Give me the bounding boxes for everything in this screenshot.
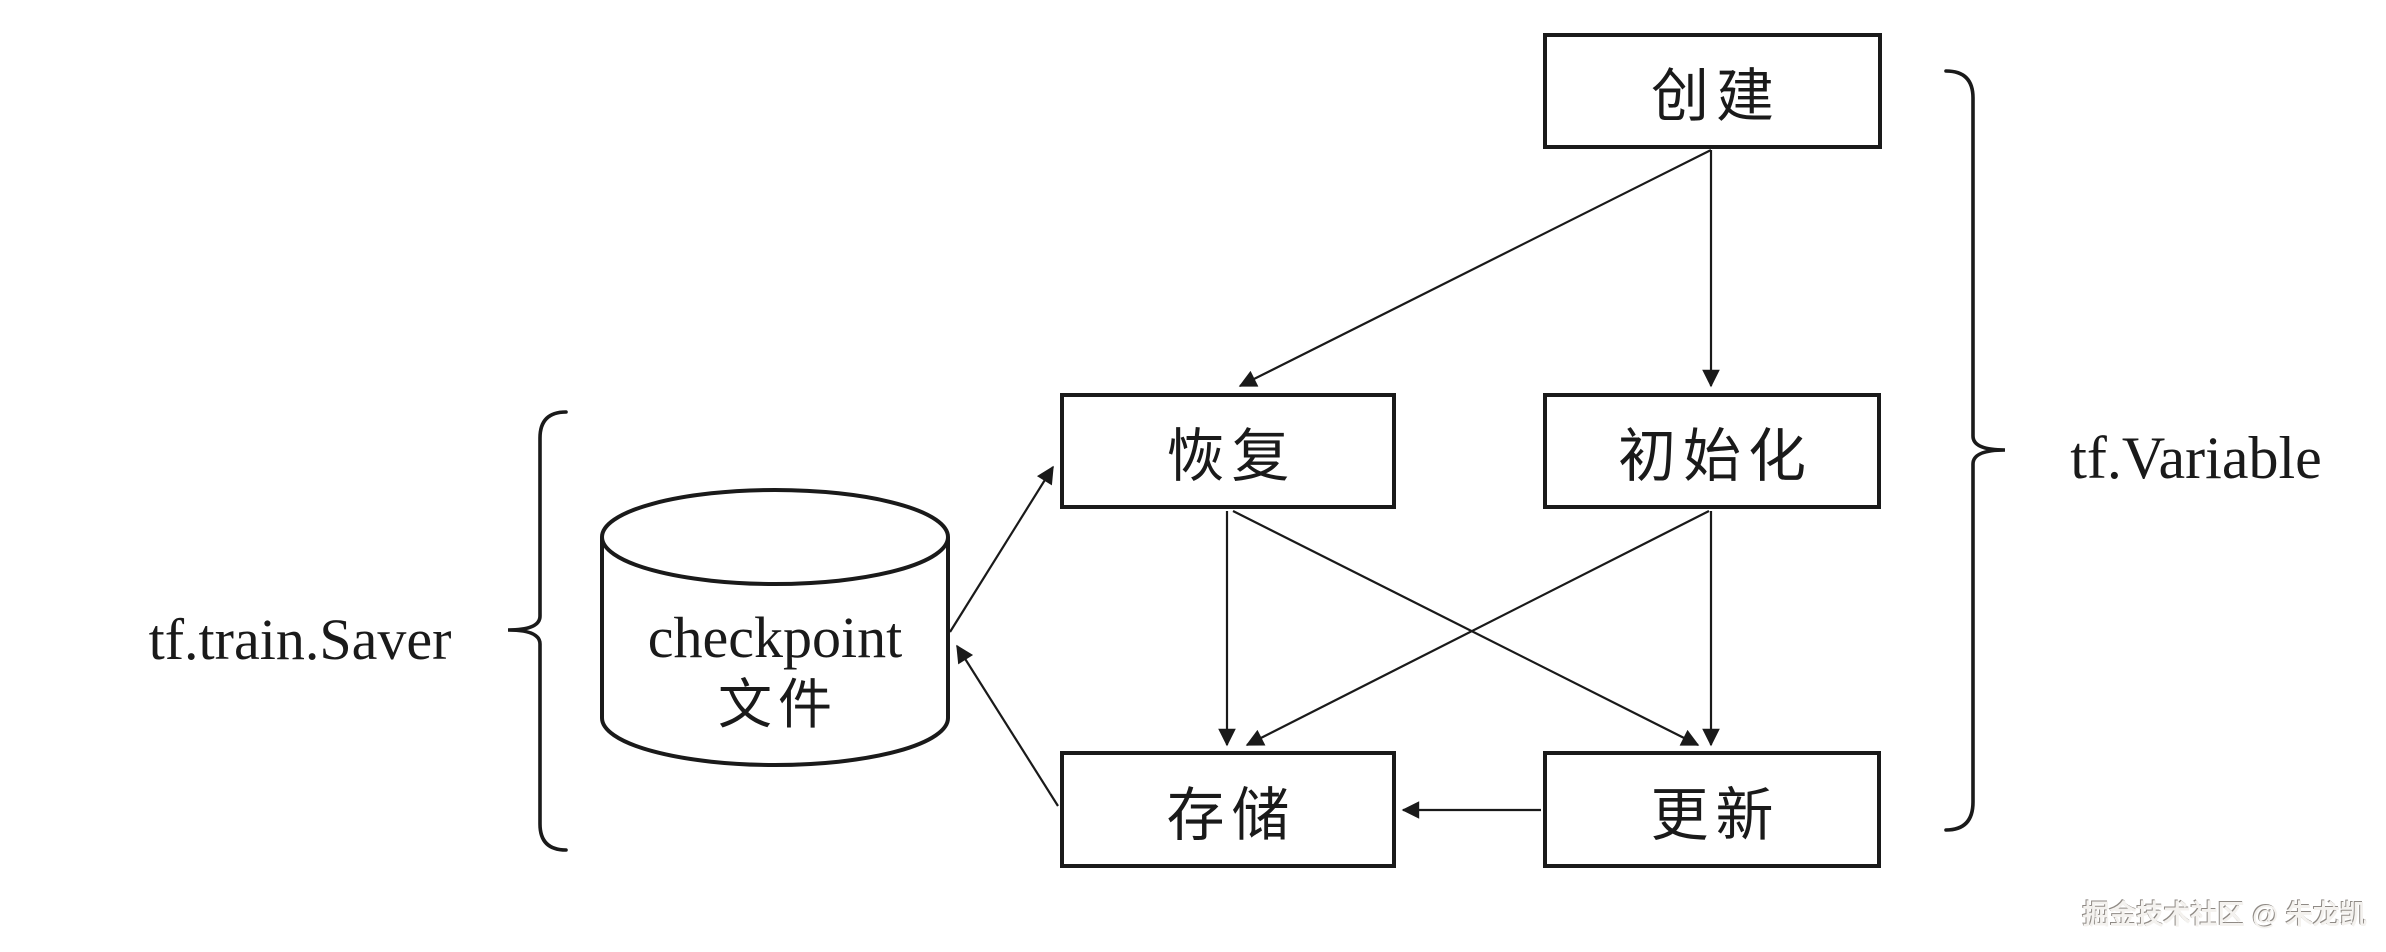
node-initialize: 初始化 <box>1543 393 1881 509</box>
checkpoint-cylinder <box>600 488 950 767</box>
watermark: 掘金技术社区 @ 朱龙凯 <box>2082 900 2367 930</box>
checkpoint-file-label-en: checkpoint <box>647 604 903 670</box>
edge-restore-update <box>1232 510 1700 746</box>
node-restore: 恢复 <box>1060 393 1396 509</box>
edge-initialize-store <box>1245 510 1710 746</box>
brace-saver <box>507 410 568 852</box>
node-update-label: 更新 <box>1650 782 1781 848</box>
edge-checkpoint-restore <box>949 465 1054 633</box>
edge-store-checkpoint <box>956 644 1059 807</box>
group-label-tf-variable: tf.Variable <box>2070 425 2322 491</box>
node-restore-label: 恢复 <box>1166 424 1297 489</box>
node-update: 更新 <box>1543 751 1881 868</box>
edge-create-restore <box>1238 149 1712 387</box>
brace-variable <box>1944 69 2006 832</box>
node-create: 创建 <box>1543 33 1882 149</box>
node-create-label: 创建 <box>1650 64 1781 129</box>
node-store-label: 存储 <box>1166 782 1297 848</box>
checkpoint-file-label-zh: 文件 <box>718 675 838 736</box>
checkpoint-file-label: checkpoint 文件 <box>602 596 948 746</box>
node-store: 存储 <box>1060 751 1396 868</box>
node-initialize-label: 初始化 <box>1617 424 1813 489</box>
group-label-tf-train-saver: tf.train.Saver <box>148 607 452 672</box>
